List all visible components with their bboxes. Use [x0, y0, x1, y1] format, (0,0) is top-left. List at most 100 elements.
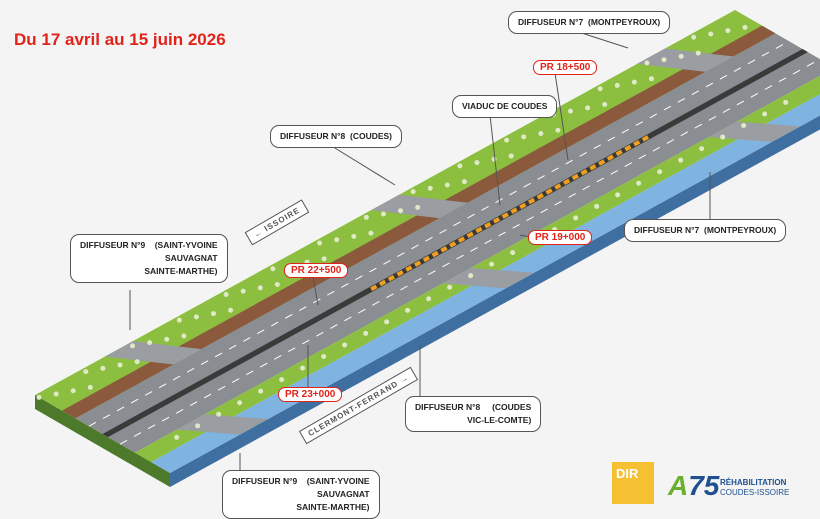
- label-diffuseur-7-right: DIFFUSEUR N°7 (MONTPEYROUX): [624, 219, 786, 242]
- tree: [615, 83, 620, 88]
- tree: [88, 385, 93, 390]
- tree: [428, 186, 433, 191]
- tree: [177, 318, 182, 323]
- tree: [447, 285, 452, 290]
- tree: [195, 423, 200, 428]
- tree: [649, 76, 654, 81]
- tree: [415, 205, 420, 210]
- tree: [54, 392, 59, 397]
- pr-18-500: PR 18+500: [533, 60, 597, 75]
- dir-logo: DIR: [612, 462, 654, 504]
- tree: [342, 342, 347, 347]
- tree: [37, 395, 42, 400]
- tree: [762, 111, 767, 116]
- tree: [538, 131, 543, 136]
- label-diffuseur-8-bottom: DIFFUSEUR N°8 (COUDES VIC-LE-COMTE): [405, 396, 541, 432]
- tree: [462, 179, 467, 184]
- tree: [71, 388, 76, 393]
- tree: [300, 366, 305, 371]
- tree: [445, 182, 450, 187]
- tree: [741, 123, 746, 128]
- pr-23-000: PR 23+000: [278, 387, 342, 402]
- tree: [351, 234, 356, 239]
- tree: [317, 241, 322, 246]
- pr-19-000: PR 19+000: [528, 230, 592, 245]
- tree: [510, 250, 515, 255]
- tree: [130, 343, 135, 348]
- tree: [211, 311, 216, 316]
- tree: [679, 54, 684, 59]
- tree: [258, 389, 263, 394]
- tree: [100, 366, 105, 371]
- tree: [381, 212, 386, 217]
- tree: [504, 138, 509, 143]
- tree: [117, 363, 122, 368]
- tree: [725, 28, 730, 33]
- tree: [279, 377, 284, 382]
- label-viaduc: VIADUC DE COUDES: [452, 95, 557, 118]
- tree: [135, 359, 140, 364]
- tree: [594, 204, 599, 209]
- tree: [368, 231, 373, 236]
- tree: [699, 146, 704, 151]
- tree: [270, 266, 275, 271]
- tree: [644, 61, 649, 66]
- tree: [720, 135, 725, 140]
- tree: [237, 400, 242, 405]
- tree: [602, 102, 607, 107]
- tree: [241, 289, 246, 294]
- tree: [555, 128, 560, 133]
- tree: [83, 369, 88, 374]
- tree: [468, 273, 473, 278]
- tree: [398, 208, 403, 213]
- tree: [521, 134, 526, 139]
- tree: [174, 435, 179, 440]
- tree: [164, 337, 169, 342]
- date-range-title: Du 17 avril au 15 juin 2026: [14, 30, 226, 50]
- tree: [258, 285, 263, 290]
- tree: [691, 35, 696, 40]
- tree: [783, 100, 788, 105]
- tree: [585, 105, 590, 110]
- tree: [321, 354, 326, 359]
- tree: [334, 237, 339, 242]
- tree: [181, 333, 186, 338]
- label-diffuseur-9-bottom: DIFFUSEUR N°9 (SAINT-YVOINE SAUVAGNAT SA…: [222, 470, 380, 519]
- label-diffuseur-8-top: DIFFUSEUR N°8 (COUDES): [270, 125, 402, 148]
- tree: [224, 292, 229, 297]
- tree: [194, 314, 199, 319]
- label-diffuseur-9-left: DIFFUSEUR N°9 (SAINT-YVOINE SAUVAGNAT SA…: [70, 234, 228, 283]
- pr-22-500: PR 22+500: [284, 263, 348, 278]
- tree: [632, 80, 637, 85]
- label-diffuseur-7-top: DIFFUSEUR N°7 (MONTPEYROUX): [508, 11, 670, 34]
- tree: [405, 308, 410, 313]
- tree: [147, 340, 152, 345]
- tree: [457, 163, 462, 168]
- tree: [216, 412, 221, 417]
- a75-logo: A75: [668, 470, 719, 502]
- tree: [615, 192, 620, 197]
- tree: [492, 157, 497, 162]
- tree: [598, 86, 603, 91]
- tree: [568, 109, 573, 114]
- tree: [696, 51, 701, 56]
- leader-line: [330, 145, 395, 185]
- tree: [384, 319, 389, 324]
- tree: [678, 158, 683, 163]
- tree: [322, 256, 327, 261]
- tree: [363, 331, 368, 336]
- tree: [657, 169, 662, 174]
- tree: [228, 308, 233, 313]
- tree: [742, 25, 747, 30]
- tree: [426, 296, 431, 301]
- tree: [662, 57, 667, 62]
- tree: [509, 153, 514, 158]
- tree: [474, 160, 479, 165]
- tree: [636, 181, 641, 186]
- tree: [489, 262, 494, 267]
- tree: [411, 189, 416, 194]
- tree: [573, 215, 578, 220]
- tree: [708, 31, 713, 36]
- tree: [275, 282, 280, 287]
